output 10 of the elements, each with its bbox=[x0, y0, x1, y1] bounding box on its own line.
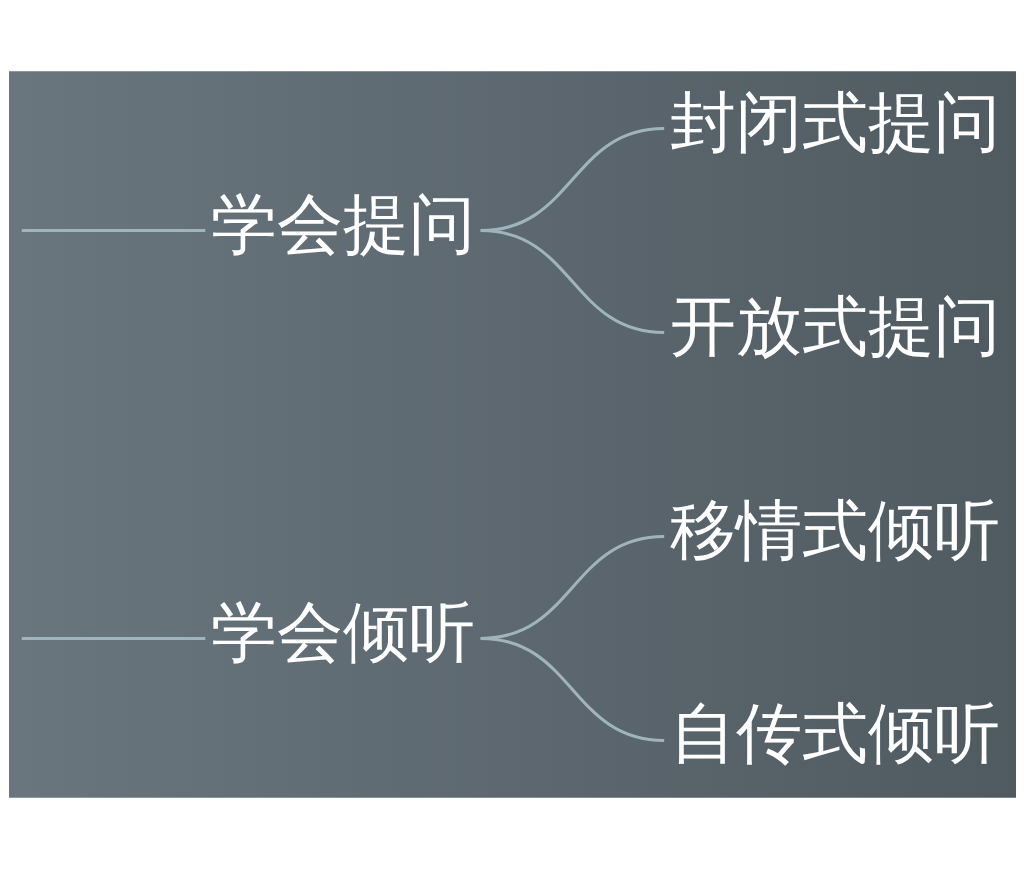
node-text: 学会倾听 bbox=[210, 592, 475, 671]
connector bbox=[21, 229, 205, 233]
node-text: 自传式倾听 bbox=[669, 694, 1000, 773]
connector bbox=[480, 636, 664, 742]
node-text: 开放式提问 bbox=[669, 286, 1000, 365]
connector bbox=[21, 636, 205, 640]
node-text: 封闭式提问 bbox=[669, 82, 1000, 161]
node-text: 移情式倾听 bbox=[669, 490, 1000, 569]
connector bbox=[480, 229, 664, 335]
node-text: 学会提问 bbox=[210, 184, 475, 263]
